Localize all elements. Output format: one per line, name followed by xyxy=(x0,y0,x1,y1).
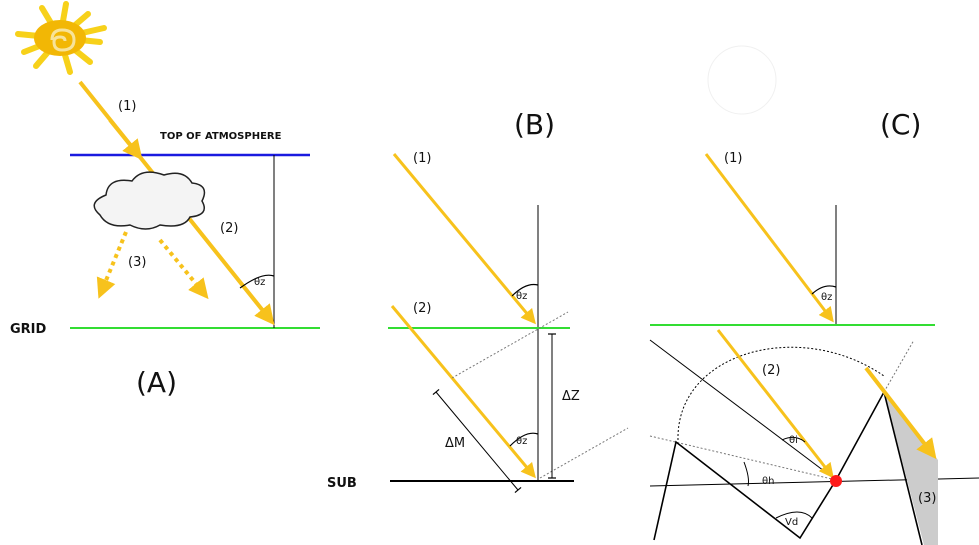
ray2-label-c: (2) xyxy=(762,363,780,378)
top-of-atmosphere-label: TOP OF ATMOSPHERE xyxy=(160,131,282,142)
panel-a-label: (A) xyxy=(136,366,177,399)
ray2-label-a: (2) xyxy=(220,221,238,236)
cloud-icon xyxy=(93,171,206,230)
ray2-c xyxy=(716,329,834,479)
slope-dotted-line xyxy=(883,339,915,393)
horizon-angle-arc xyxy=(743,461,749,487)
dotted-perp-bottom-b xyxy=(539,427,629,479)
diffuse-ray-left xyxy=(96,231,128,299)
horizon-arc-c xyxy=(677,346,885,441)
sub-label: SUB xyxy=(327,476,357,491)
ray3-label-c: (3) xyxy=(918,491,936,506)
ray2-label-b: (2) xyxy=(413,301,431,316)
incidence-label: θi xyxy=(789,435,798,446)
dotted-perp-top-b xyxy=(451,311,569,379)
view-label: Vd xyxy=(785,517,798,528)
ray1-c xyxy=(704,153,834,323)
ray-arrow-top-a xyxy=(108,118,143,161)
delta-m-bar xyxy=(432,388,522,494)
panel-b: (B) SUB ΔM ΔZ θz θz (1) (2) xyxy=(327,108,629,494)
surface-point xyxy=(830,475,842,487)
sun-icon xyxy=(15,1,107,75)
zenith-arc-b-bottom xyxy=(509,432,539,447)
delta-z-label: ΔZ xyxy=(562,389,580,404)
zenith-arc-c xyxy=(811,285,837,295)
faint-circle xyxy=(707,45,777,115)
panel-a: TOP OF ATMOSPHERE GRID θz (1) (2) (3) (A… xyxy=(10,1,320,399)
incidence-arc xyxy=(781,436,806,443)
zenith-label-c: θz xyxy=(821,292,832,303)
terrain-profile xyxy=(653,389,923,545)
zenith-label-b-bottom: θz xyxy=(516,436,527,447)
horizon-label: θh xyxy=(762,476,774,487)
zenith-arc-a xyxy=(239,274,275,289)
grid-label: GRID xyxy=(10,322,47,337)
ray1-label-b: (1) xyxy=(413,151,431,166)
zenith-label-b-top: θz xyxy=(516,291,527,302)
panel-b-label: (B) xyxy=(514,108,555,141)
ray1-label-a: (1) xyxy=(118,99,136,114)
ray1-b xyxy=(392,153,536,325)
panel-c: (C) θz (1) θi θh Vd (2) (3) xyxy=(649,45,979,545)
ray3-label-a: (3) xyxy=(128,255,146,270)
diffuse-ray-right xyxy=(158,238,209,300)
zenith-label-a: θz xyxy=(254,277,265,288)
view-arc xyxy=(775,511,813,519)
normal-line-c xyxy=(649,339,837,481)
zenith-arc-b-top xyxy=(511,283,539,297)
ray3-c xyxy=(864,366,937,460)
delta-m-label: ΔM xyxy=(445,436,465,451)
ray1-label-c: (1) xyxy=(724,151,742,166)
panel-c-label: (C) xyxy=(880,108,921,141)
shadow-area xyxy=(884,392,938,545)
